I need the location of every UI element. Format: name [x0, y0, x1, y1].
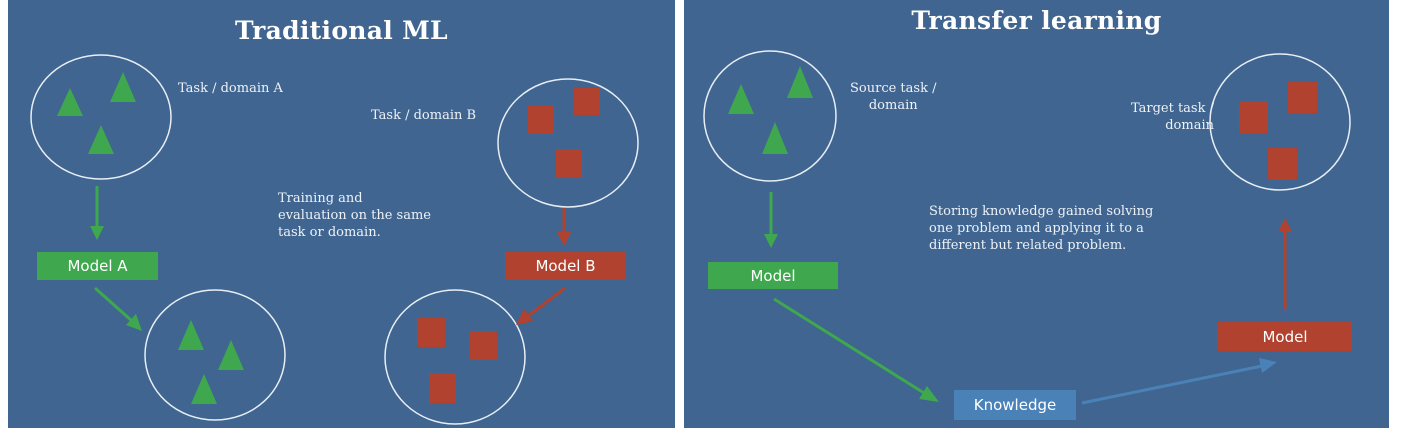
triangle-icon	[191, 374, 217, 404]
arrow-a-diagonal	[94, 286, 142, 331]
triangle-icon	[57, 88, 83, 116]
square-icon	[429, 373, 456, 403]
square-icon	[1268, 148, 1297, 180]
model-source-box: Model	[708, 262, 838, 289]
square-icon	[556, 149, 582, 178]
arrow-knowledge-to-model	[1081, 358, 1277, 405]
panel-title: Transfer learning	[911, 6, 1162, 35]
evaluation-a-circle	[144, 289, 286, 421]
task-b-label: Task / domain B	[371, 108, 477, 123]
square-icon	[574, 88, 600, 115]
source-task-label: Source task / domain	[850, 81, 937, 113]
arrow-model-to-knowledge	[773, 297, 939, 402]
triangle-icon	[218, 340, 244, 370]
model-b-box: Model B	[505, 252, 626, 280]
triangle-icon	[787, 66, 813, 98]
arrow-a-down	[90, 186, 104, 240]
triangle-icon	[728, 84, 754, 114]
evaluation-b-circle	[384, 289, 526, 425]
model-target-box: Model	[1218, 322, 1352, 351]
arrow-b-down	[557, 208, 571, 246]
task-a-label: Task / domain A	[178, 81, 283, 96]
triangle-icon	[88, 125, 114, 154]
square-icon	[470, 331, 497, 360]
arrow-model-to-target	[1278, 218, 1292, 310]
description-text: Training and evaluation on the same task…	[278, 191, 431, 240]
traditional-ml-diagram	[30, 54, 639, 425]
traditional-ml-panel: Traditional ML Task / domain A Task / do…	[8, 0, 675, 428]
panel-title: Traditional ML	[235, 16, 448, 45]
knowledge-box: Knowledge	[954, 390, 1076, 420]
arrow-b-diagonal	[516, 286, 566, 325]
arrow-source-down	[764, 192, 778, 248]
model-a-box: Model A	[37, 252, 158, 280]
transfer-learning-diagram	[703, 50, 1351, 405]
source-task-circle	[703, 50, 837, 182]
description-text: Storing knowledge gained solving one pro…	[929, 204, 1154, 253]
target-task-label: Target task / domain	[1130, 101, 1214, 133]
task-a-circle	[30, 54, 172, 180]
triangle-icon	[762, 122, 788, 154]
triangle-icon	[110, 72, 136, 102]
square-icon	[1288, 82, 1317, 113]
triangle-icon	[178, 320, 204, 350]
square-icon	[418, 318, 445, 347]
task-b-circle	[497, 78, 639, 208]
transfer-learning-panel: Transfer learning Source task / domain T…	[684, 0, 1389, 428]
square-icon	[528, 106, 554, 134]
square-icon	[1239, 101, 1268, 133]
target-task-circle	[1209, 53, 1351, 191]
